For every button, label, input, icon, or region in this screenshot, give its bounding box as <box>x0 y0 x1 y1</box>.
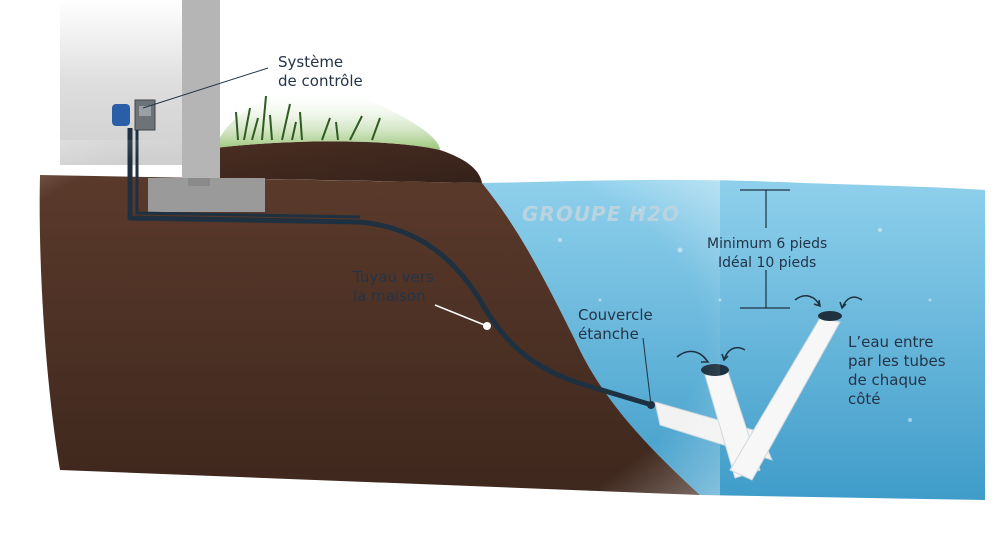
watermark-logo: GROUPE H2O <box>522 202 680 226</box>
company-watermark: GROUPE H2O <box>522 202 697 227</box>
label-sealed-cover: Couvercle étanche <box>578 306 653 343</box>
grass-blades <box>235 95 381 141</box>
label-pipe-to-house: Tuyau vers la maison <box>353 268 434 305</box>
control-pump-unit <box>112 104 130 126</box>
label-depth: Minimum 6 pieds Idéal 10 pieds <box>707 236 828 271</box>
label-control-system: Système de contrôle <box>278 53 363 90</box>
depth-marker <box>740 189 790 309</box>
label-water-intake: L’eau entre par les tubes de chaque côté <box>848 333 946 408</box>
control-system-leader <box>142 67 269 109</box>
